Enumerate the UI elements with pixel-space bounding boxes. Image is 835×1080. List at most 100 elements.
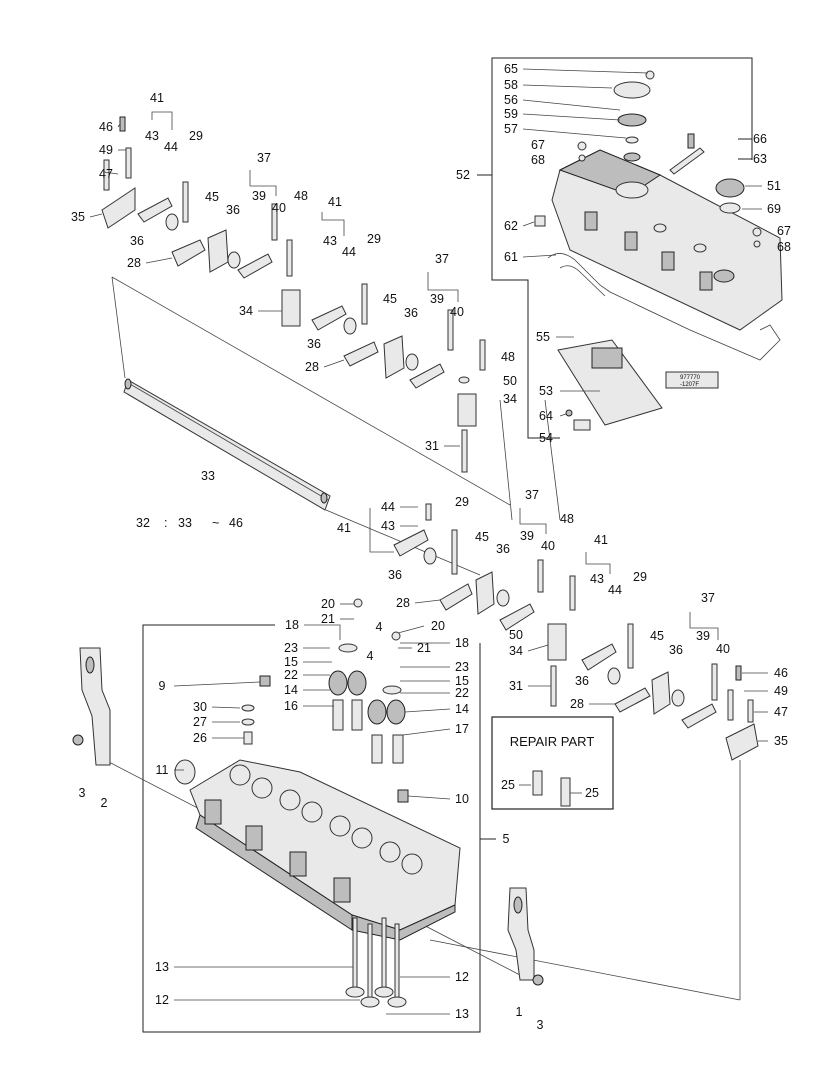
callout-c36f: 36 [496, 542, 510, 556]
formula-colon: : [164, 516, 167, 530]
callout-c5: 5 [503, 832, 510, 846]
callout-c45b: 45 [383, 292, 397, 306]
repair-part-box [491, 716, 614, 810]
callout-c34a: 34 [239, 304, 253, 318]
group-brackets [151, 111, 719, 644]
callout-c57: 57 [504, 122, 518, 136]
callout-c39d: 39 [696, 629, 710, 643]
callout-c36e: 36 [388, 568, 402, 582]
valve-train-parts[interactable] [241, 598, 409, 803]
callout-c33: 33 [201, 469, 215, 483]
oil-filler-cap[interactable] [715, 178, 745, 214]
callout-c35a: 35 [71, 210, 85, 224]
repair-part-guides[interactable] [519, 770, 582, 807]
callout-c30: 30 [193, 700, 207, 714]
callout-c39c: 39 [520, 529, 534, 543]
callout-c67b: 67 [777, 224, 791, 238]
cover-gasket[interactable] [547, 253, 781, 361]
callout-c43a: 43 [145, 129, 159, 143]
rocker-assembly-5[interactable] [499, 559, 634, 707]
callout-c29c: 29 [455, 495, 469, 509]
repair-part-label-2: 25 [585, 786, 599, 800]
callout-c45c: 45 [475, 530, 489, 544]
callout-c13b: 13 [455, 1007, 469, 1021]
rocker-assembly-3[interactable] [409, 309, 486, 473]
callout-c43b: 43 [323, 234, 337, 248]
callout-c46b: 46 [774, 666, 788, 680]
formula-mid: 33 [178, 516, 192, 530]
rocker-assembly-2[interactable] [237, 203, 419, 379]
callout-c14a: 14 [284, 683, 298, 697]
callout-c36g: 36 [575, 674, 589, 688]
callout-c47b: 47 [774, 705, 788, 719]
callout-c10: 10 [455, 792, 469, 806]
callout-c12a: 12 [155, 993, 169, 1007]
callout-c44b: 44 [342, 245, 356, 259]
rocker-assembly-6[interactable] [614, 663, 759, 761]
callout-c36c: 36 [307, 337, 321, 351]
lifting-bracket-rear[interactable] [507, 887, 544, 986]
breather-plate[interactable] [557, 339, 663, 431]
cover-small-parts[interactable] [534, 133, 762, 248]
callout-c43d: 43 [590, 572, 604, 586]
rocker-assembly-4[interactable] [393, 503, 510, 615]
callout-c36h: 36 [669, 643, 683, 657]
cylinder-head-frame [142, 624, 496, 1033]
callout-c16: 16 [284, 699, 298, 713]
leader-lines [89, 68, 768, 1015]
callout-c22b: 22 [455, 686, 469, 700]
callout-c4b: 4 [367, 649, 374, 663]
repair-part-title: REPAIR PART [510, 734, 595, 749]
valves[interactable] [345, 917, 407, 1008]
callout-c40a: 40 [272, 201, 286, 215]
callout-c48b: 48 [501, 350, 515, 364]
callout-c58: 58 [504, 78, 518, 92]
callout-c43c: 43 [381, 519, 395, 533]
rocker-cover-frame [477, 57, 753, 439]
callout-c49a: 49 [99, 143, 113, 157]
callout-c18b: 18 [455, 636, 469, 650]
callout-c28d: 28 [570, 697, 584, 711]
callout-c29d: 29 [633, 570, 647, 584]
rocker-assembly-1[interactable] [101, 116, 241, 273]
callout-c48a: 48 [294, 189, 308, 203]
formula-start: 32 [136, 516, 150, 530]
callout-c36a: 36 [130, 234, 144, 248]
callout-c40b: 40 [450, 305, 464, 319]
callout-c62: 62 [504, 219, 518, 233]
callout-c49b: 49 [774, 684, 788, 698]
callout-c55: 55 [536, 330, 550, 344]
callout-c50b: 50 [509, 628, 523, 642]
lifting-bracket-front[interactable] [72, 647, 111, 766]
callout-c13a: 13 [155, 960, 169, 974]
callout-c26: 26 [193, 731, 207, 745]
callout-c4a: 4 [376, 620, 383, 634]
cylinder-head[interactable] [174, 759, 461, 941]
breather-parts[interactable] [613, 70, 655, 162]
callout-c3a: 3 [79, 786, 86, 800]
rocker-shaft[interactable] [123, 378, 331, 511]
callout-c41b: 41 [328, 195, 342, 209]
rocker-cover[interactable] [551, 149, 783, 331]
callout-c29a: 29 [189, 129, 203, 143]
callout-c45a: 45 [205, 190, 219, 204]
callout-c45d: 45 [650, 629, 664, 643]
callout-c48c: 48 [560, 512, 574, 526]
callout-c51: 51 [767, 179, 781, 193]
callout-c37b: 37 [435, 252, 449, 266]
callout-c37c: 37 [525, 488, 539, 502]
sealant-tube[interactable] [665, 371, 719, 389]
callout-c52: 52 [456, 168, 470, 182]
callout-c50a: 50 [503, 374, 517, 388]
callout-c54: 54 [539, 431, 553, 445]
callout-c39b: 39 [430, 292, 444, 306]
callout-c40d: 40 [716, 642, 730, 656]
callout-c41a: 41 [150, 91, 164, 105]
callout-c59: 59 [504, 107, 518, 121]
callout-c44a: 44 [164, 140, 178, 154]
callout-c44c: 44 [381, 500, 395, 514]
callout-c3b: 3 [537, 1018, 544, 1032]
callout-c15a: 15 [284, 655, 298, 669]
callout-c64: 64 [539, 409, 553, 423]
callout-c69: 69 [767, 202, 781, 216]
